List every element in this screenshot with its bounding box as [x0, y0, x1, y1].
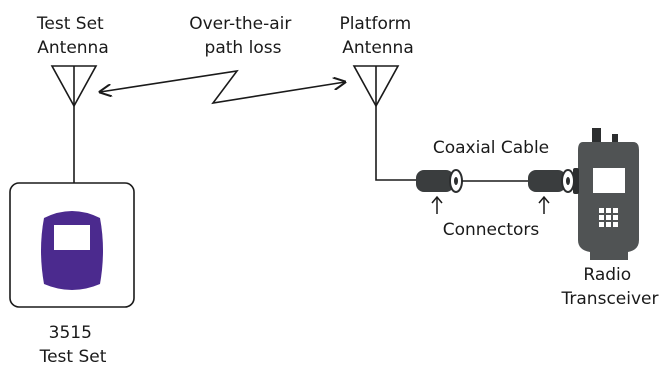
coaxial-connector-left — [416, 169, 463, 193]
radio-body — [578, 142, 639, 260]
radio-transceiver-label: Radio Transceiver — [561, 265, 659, 309]
radio-keypad — [599, 208, 618, 227]
path-loss-label: Over-the-air path loss — [189, 14, 297, 58]
test-set-antenna-icon — [50, 65, 98, 183]
test-set-antenna-label-line1: Test Set — [36, 14, 104, 34]
coaxial-cable-label: Coaxial Cable — [433, 138, 549, 158]
test-set-antenna-label: Test Set Antenna — [36, 14, 109, 58]
connector-right-body — [528, 170, 566, 192]
radio-antenna-stub — [592, 128, 601, 142]
test-set-screen — [54, 225, 90, 250]
radio-screen — [593, 168, 625, 193]
test-set-antenna-label-line2: Antenna — [37, 38, 109, 58]
handheld-radio-icon — [573, 128, 639, 260]
path-loss-label-line1: Over-the-air — [189, 14, 291, 34]
radio-knob — [612, 134, 618, 143]
test-set-label-line1: 3515 — [49, 323, 92, 343]
coaxial-connector-right — [528, 169, 575, 193]
platform-antenna-label-line2: Antenna — [342, 38, 414, 58]
radio-transceiver-label-line2: Transceiver — [561, 289, 659, 309]
connector-right-pin — [566, 177, 570, 185]
platform-antenna-label: Platform Antenna — [339, 14, 416, 58]
handheld-test-set-icon — [41, 211, 103, 290]
path-loss-arrow — [100, 69, 345, 105]
platform-antenna-label-line1: Platform — [339, 14, 411, 34]
connector-left-body — [416, 170, 454, 192]
platform-antenna-icon — [352, 65, 420, 181]
radio-transceiver-label-line1: Radio — [583, 265, 631, 285]
radio-side-button — [573, 168, 579, 194]
test-set-body — [41, 211, 103, 290]
connector-arrows — [431, 195, 550, 214]
connectors-label: Connectors — [443, 220, 540, 240]
test-set-label-line2: Test Set — [39, 347, 107, 367]
test-set-device — [9, 182, 135, 308]
connector-left-pin — [454, 177, 458, 185]
path-loss-label-line2: path loss — [205, 38, 282, 58]
test-set-label: 3515 Test Set — [39, 323, 107, 367]
